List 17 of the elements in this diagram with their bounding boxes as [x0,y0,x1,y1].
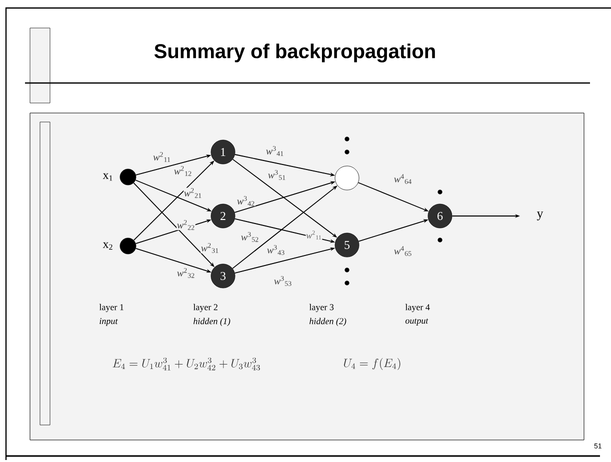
layer-role: hidden (2) [310,318,346,326]
equation: $E_{4}=U_{1}w^{3}_{41}+U_{2}w^{3}_{42}+U_{3}w^{3}_{43}$ [112,358,260,370]
layer-role: input [100,318,118,326]
input-dot [120,238,136,254]
output-label: y [536,212,544,220]
input-dot [120,168,136,186]
layer-role: output [405,318,428,326]
layer-label: layer 1 [99,304,124,312]
layer-role: hidden (1) [194,318,230,326]
layer-label: layer 4 [405,304,430,312]
layer-label: layer 3 [309,304,334,312]
input-label: x$_{2}$ [102,242,112,250]
title: Summary of backpropagation [154,44,435,62]
equation: $U_{4} = f(E_{4})$ [344,358,400,370]
input-label: x$_{1}$ [102,173,112,181]
neuron-circle [334,166,360,190]
layer-label: layer 2 [193,304,218,312]
